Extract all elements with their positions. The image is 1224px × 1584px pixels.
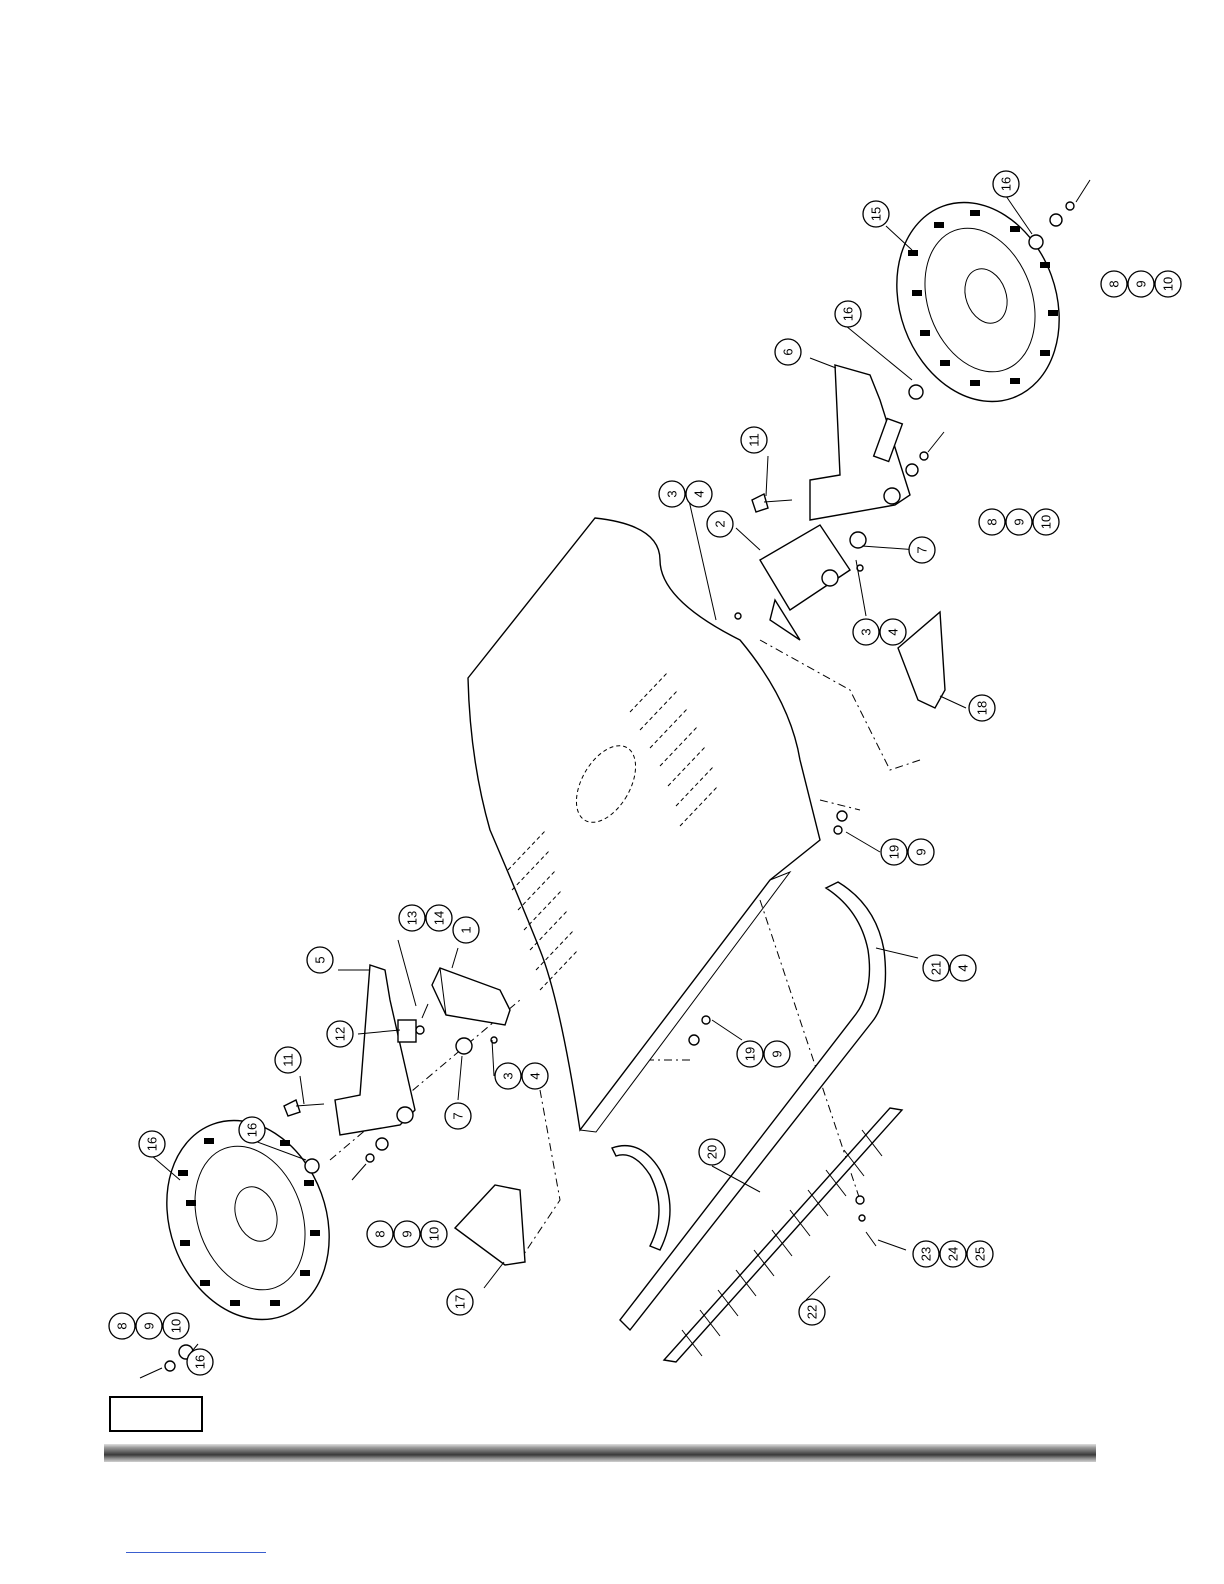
callout-number: 9	[400, 1230, 415, 1237]
callout-number: 10	[169, 1319, 184, 1333]
callout-8-9-10: 8 9 10	[367, 1221, 447, 1247]
callout-11: 11	[741, 427, 767, 453]
deck-platform	[468, 518, 820, 1132]
callout-7: 7	[445, 1103, 471, 1129]
callout-16: 16	[187, 1349, 213, 1375]
callout-number: 18	[975, 701, 990, 715]
callout-number: 3	[859, 628, 874, 635]
callout-number: 9	[1134, 280, 1149, 287]
callout-number: 10	[427, 1227, 442, 1241]
callout-number: 19	[743, 1047, 758, 1061]
callout-number: 16	[999, 177, 1014, 191]
callout-number: 12	[333, 1027, 348, 1041]
callout-number: 8	[985, 518, 1000, 525]
callout-number: 16	[245, 1123, 260, 1137]
callout-number: 8	[115, 1322, 130, 1329]
callout-number: 13	[405, 911, 420, 925]
callout-number: 4	[528, 1072, 543, 1079]
footer-link-underline	[126, 1552, 266, 1553]
callout-23-24-25: 23 24 25	[913, 1241, 993, 1267]
callout-16: 16	[239, 1117, 265, 1143]
callout-number: 23	[919, 1247, 934, 1261]
callout-16: 16	[139, 1131, 165, 1157]
right-arm-6	[810, 365, 910, 520]
callout-number: 22	[805, 1305, 820, 1319]
callout-number: 5	[313, 956, 328, 963]
callout-number: 9	[142, 1322, 157, 1329]
callout-number: 16	[841, 307, 856, 321]
left-arm-5	[335, 965, 416, 1135]
callout-number: 21	[929, 961, 944, 975]
callout-13-14: 13 14	[399, 905, 452, 931]
callout-11: 11	[275, 1047, 301, 1073]
callout-number: 4	[692, 490, 707, 497]
callout-12: 12	[327, 1021, 353, 1047]
callout-number: 11	[747, 433, 762, 447]
callout-8-9-10: 8 9 10	[109, 1313, 189, 1339]
callout-number: 10	[1039, 515, 1054, 529]
callout-number: 11	[281, 1053, 296, 1067]
gusset-17	[455, 1185, 525, 1265]
callout-5: 5	[307, 947, 333, 973]
callout-number: 16	[145, 1137, 160, 1151]
page-number-box	[109, 1396, 203, 1432]
callout-number: 4	[956, 964, 971, 971]
callout-21-4: 21 4	[923, 955, 976, 981]
callout-number: 8	[1107, 280, 1122, 287]
callout-19-9: 19 9	[881, 839, 934, 865]
callout-16: 16	[993, 171, 1019, 197]
callout-18: 18	[969, 695, 995, 721]
callout-2: 2	[707, 511, 733, 537]
callout-number: 7	[451, 1112, 466, 1119]
callout-16: 16	[835, 301, 861, 327]
callout-number: 3	[665, 490, 680, 497]
callout-number: 9	[914, 848, 929, 855]
bracket-1	[432, 968, 510, 1025]
callout-number: 16	[193, 1355, 208, 1369]
callout-6: 6	[775, 339, 801, 365]
callout-20: 20	[699, 1139, 725, 1165]
callout-19-9: 19 9	[737, 1041, 790, 1067]
callout-8-9-10: 8 9 10	[1101, 271, 1181, 297]
callout-number: 10	[1161, 277, 1176, 291]
bracket-2	[760, 525, 850, 640]
callout-15: 15	[863, 201, 889, 227]
footer-rule	[104, 1444, 1096, 1462]
callout-17: 17	[447, 1289, 473, 1315]
callout-number: 14	[432, 911, 447, 925]
callout-number: 19	[887, 845, 902, 859]
callout-number: 9	[1012, 518, 1027, 525]
callout-22: 22	[799, 1299, 825, 1325]
callout-7: 7	[909, 537, 935, 563]
callout-number: 3	[501, 1072, 516, 1079]
callout-number: 2	[713, 520, 728, 527]
callout-1: 1	[453, 917, 479, 943]
callout-number: 15	[869, 207, 884, 221]
callout-number: 17	[453, 1295, 468, 1309]
callout-number: 7	[915, 546, 930, 553]
callout-number: 8	[373, 1230, 388, 1237]
callout-number: 20	[705, 1145, 720, 1159]
callout-8-9-10: 8 9 10	[979, 509, 1059, 535]
callout-number: 9	[770, 1050, 785, 1057]
callout-number: 24	[946, 1247, 961, 1261]
callout-number: 6	[781, 348, 796, 355]
callout-number: 4	[886, 628, 901, 635]
callout-number: 1	[459, 926, 474, 933]
callout-number: 25	[973, 1247, 988, 1261]
